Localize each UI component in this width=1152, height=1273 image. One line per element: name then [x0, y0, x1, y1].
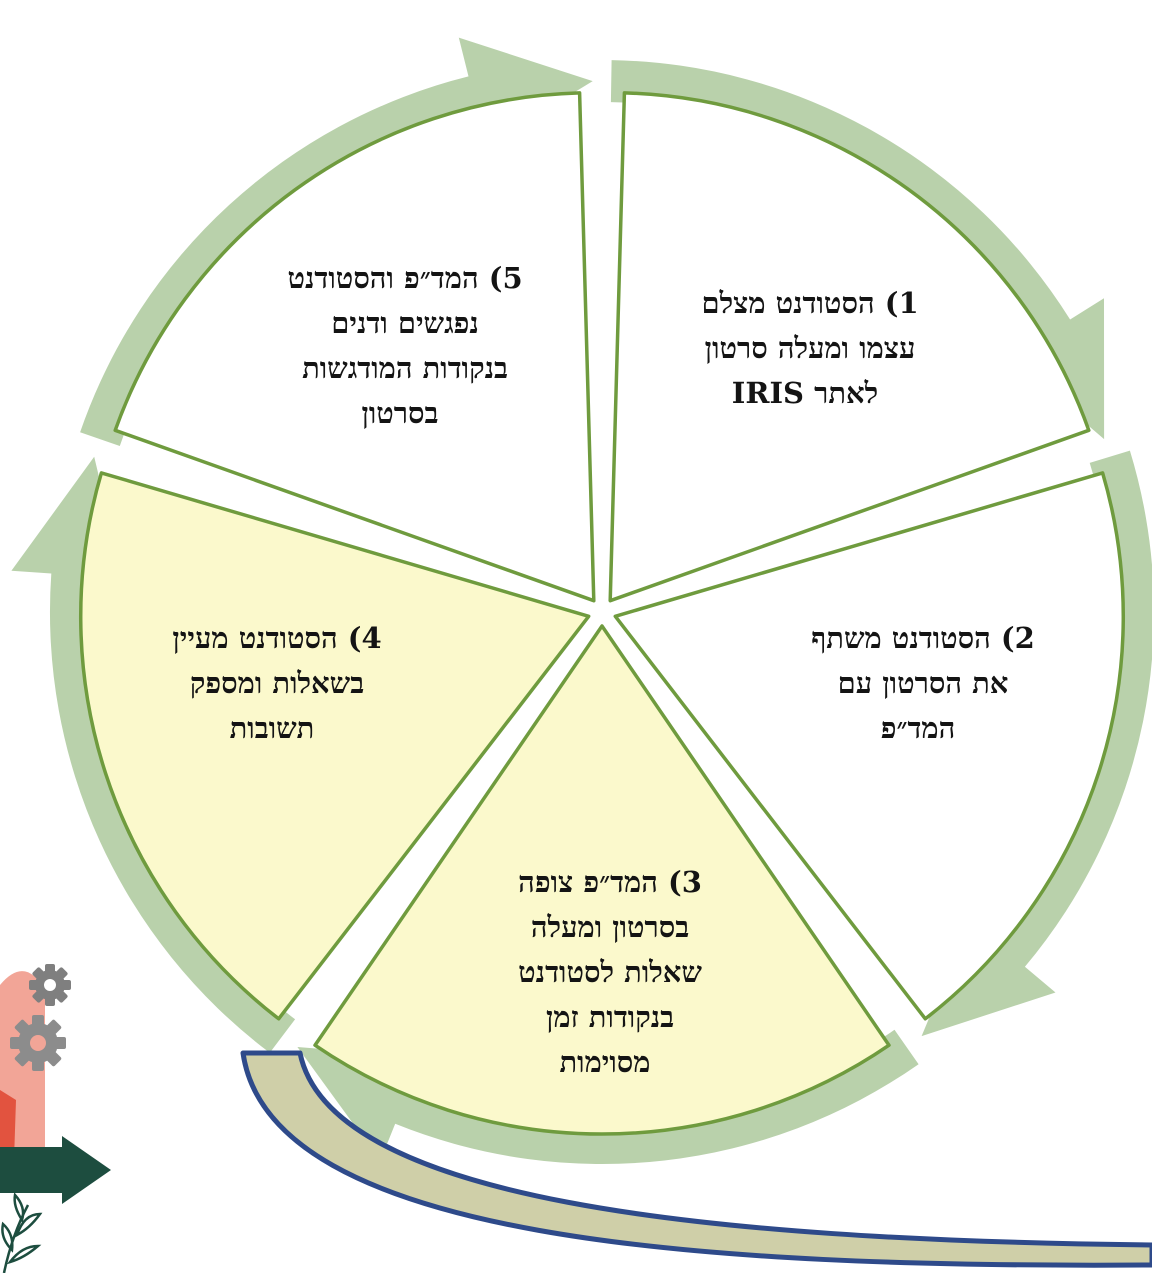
step-1-segment: [608, 91, 1091, 603]
gear-icon: [10, 1015, 66, 1071]
gear-icon: [29, 964, 71, 1006]
swoosh-arrow: [240, 1050, 1152, 1268]
step-2-segment: [613, 471, 1126, 1021]
step-5-segment: [113, 91, 596, 603]
step-5-label: 5) המד״פ והסטודנט נפגשים ודנים בנקודות ה…: [277, 261, 522, 430]
step-3-segment: [313, 624, 891, 1136]
cycle-arrow-3: [297, 1029, 919, 1165]
leaf-icon: [1, 1192, 43, 1273]
step-2-label: 2) הסטודנט משתף את הסרטון עם המד״פ: [801, 621, 1035, 745]
step-4-label: 4) הסטודנט מעיין בשאלות ומספק תשובות: [162, 621, 381, 745]
step-labels: 1) הסטודנט מצלם עצמו ומעלה סרטון לאתר IR…: [162, 261, 1035, 1079]
step-1-label: 1) הסטודנט מצלם עצמו ומעלה סרטון לאתר IR…: [691, 286, 918, 410]
step-3-label: 3) המד״פ צופה בסרטון ומעלה שאלות לסטודנט…: [508, 865, 702, 1079]
segments: [78, 91, 1126, 1136]
step-4-segment: [78, 471, 591, 1021]
arrow-right-icon: [0, 1136, 111, 1204]
